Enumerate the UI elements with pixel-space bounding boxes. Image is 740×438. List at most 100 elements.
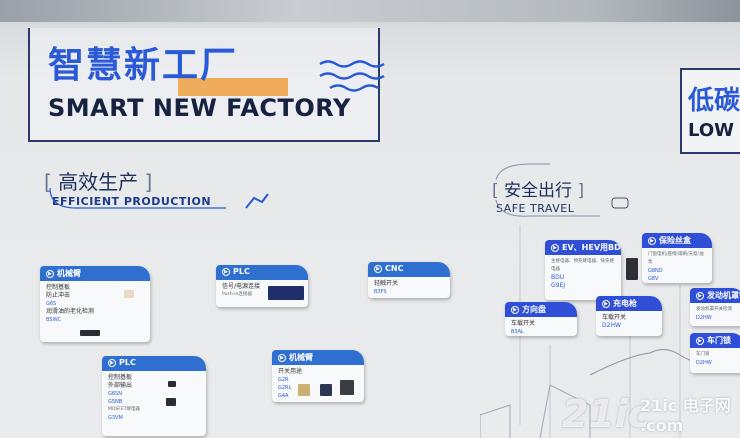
card-title: EV、HEV用BDU (562, 243, 621, 252)
connector-part (268, 286, 304, 300)
title-en: SMART NEW FACTORY (48, 94, 351, 122)
card-plc-output[interactable]: ▶PLC 控制基板 外部输出 G6SN G5NB MOSFET继电器 G3VM (102, 356, 206, 436)
card-title: PLC (119, 358, 136, 367)
low-carbon-title-en: LOW C (688, 120, 740, 141)
relay-part (298, 384, 310, 396)
card-line: MOSFET继电器 (108, 407, 140, 412)
travel-title-en: SAFE TRAVEL (496, 202, 575, 215)
travel-title-zh: [ 安全出行 ] (492, 181, 585, 201)
product-code: B3AL (511, 329, 524, 335)
product-code: D2HW (696, 315, 712, 321)
low-carbon-frame (680, 68, 740, 154)
card-header: ▶方向盘 (505, 302, 577, 317)
card-line: 润滑油的老化检测 (46, 308, 95, 315)
relay-part (626, 258, 638, 280)
card-title: CNC (385, 264, 404, 273)
product-code: G8ND (648, 268, 663, 274)
card-header: ▶EV、HEV用BDU (545, 240, 621, 255)
product-code: D2HW (602, 322, 621, 329)
card-header: ▶PLC (102, 356, 206, 371)
card-header: ▶充电枪 (596, 296, 662, 311)
card-line: 车门锁 (696, 352, 710, 357)
card-title: 车门锁 (707, 336, 731, 345)
relay-part (168, 381, 176, 387)
card-line: Push-in连接器 (222, 292, 252, 297)
card-fuse-box[interactable]: ▶保险丝盒 门窗电机/座椅/雨刷/天窗/油泵 G8ND G8V (642, 233, 712, 283)
product-code: G3VM (108, 415, 123, 421)
play-icon: ▶ (602, 299, 610, 308)
play-icon: ▶ (374, 264, 382, 273)
product-code: G6S (46, 301, 57, 307)
play-icon: ▶ (108, 358, 116, 367)
ceiling-shadow (0, 0, 740, 22)
card-line: 开关用途 (278, 368, 303, 375)
play-icon: ▶ (551, 243, 559, 252)
low-carbon-title-zh: 低碳 (688, 86, 740, 116)
card-header: ▶CNC (368, 262, 450, 277)
card-steering-wheel[interactable]: ▶方向盘 车载开关 B3AL (505, 302, 577, 336)
play-icon: ▶ (46, 269, 54, 278)
card-cnc[interactable]: ▶CNC 轻触开关 B3FS (368, 262, 450, 298)
product-code: G4A (278, 393, 289, 399)
card-header: ▶机械臂 (272, 350, 364, 365)
card-header: ▶发动机罩锁 (690, 288, 740, 303)
relay-part (166, 398, 176, 406)
product-code: G8V (648, 276, 659, 282)
play-icon: ▶ (222, 267, 230, 276)
watermark-text: 21ic 电子网 .com (640, 396, 731, 435)
play-icon: ▶ (511, 305, 519, 314)
card-title: 方向盘 (522, 305, 546, 314)
card-line: 主继电器、预充继电器、快充继电器 (551, 259, 614, 272)
product-code: D2HW (696, 360, 712, 366)
card-title: 保险丝盒 (659, 236, 691, 245)
watermark-logo: 21ic (562, 392, 651, 436)
card-title: PLC (233, 267, 250, 276)
product-code: B3FS (374, 289, 387, 295)
card-header: ▶PLC (216, 265, 308, 280)
title-accent-bar (178, 78, 288, 96)
card-line: 控制基板 (46, 284, 71, 291)
card-title: 充电枪 (613, 299, 637, 308)
card-header: ▶车门锁 (690, 333, 740, 348)
play-icon: ▶ (278, 353, 286, 362)
travel-title-text: 安全出行 (504, 181, 573, 201)
play-icon: ▶ (696, 336, 704, 345)
card-line: BDU (551, 274, 565, 281)
product-code: G9EJ (551, 282, 566, 289)
card-header: ▶机械臂 (40, 266, 150, 281)
card-line: 发动机罩开关检测 (696, 307, 732, 312)
card-header: ▶保险丝盒 (642, 233, 712, 248)
product-code: B5WC (46, 317, 62, 323)
play-icon: ▶ (648, 236, 656, 245)
card-line: 控制基板 (108, 374, 133, 381)
relay-part (320, 384, 332, 396)
card-line: 车载开关 (511, 320, 536, 327)
product-code: G2R (278, 377, 289, 383)
card-line: 防止冲击 (46, 292, 71, 299)
waves-icon (319, 60, 385, 92)
card-line: 信号/电源连接 (222, 283, 261, 290)
card-robot-arm[interactable]: ▶机械臂 控制基板 防止冲击 G6S 润滑油的老化检测 B5WC (40, 266, 150, 342)
card-title: 发动机罩锁 (707, 291, 740, 300)
travel-outline-car-icon (495, 163, 629, 217)
card-title: 机械臂 (289, 353, 313, 362)
relay-part (340, 380, 354, 395)
card-line: 门窗电机/座椅/雨刷/天窗/油泵 (648, 252, 704, 265)
title-zh: 智慧新工厂 (48, 45, 239, 86)
card-title: 机械臂 (57, 269, 81, 278)
product-code: G6SN (108, 391, 122, 397)
relay-part (124, 290, 134, 298)
play-icon: ▶ (696, 291, 704, 300)
production-underline-robot-icon (49, 187, 269, 209)
card-line: 车载开关 (602, 314, 627, 321)
product-code: G2RL (278, 385, 292, 391)
production-title-text: 高效生产 (58, 170, 139, 194)
sensor-part (80, 330, 100, 336)
product-code: G5NB (108, 399, 123, 405)
card-hood-lock[interactable]: ▶发动机罩锁 发动机罩开关检测 D2HW (690, 288, 740, 326)
card-line: 轻触开关 (374, 280, 399, 287)
production-title-zh: [ 高效生产 ] (44, 170, 153, 194)
